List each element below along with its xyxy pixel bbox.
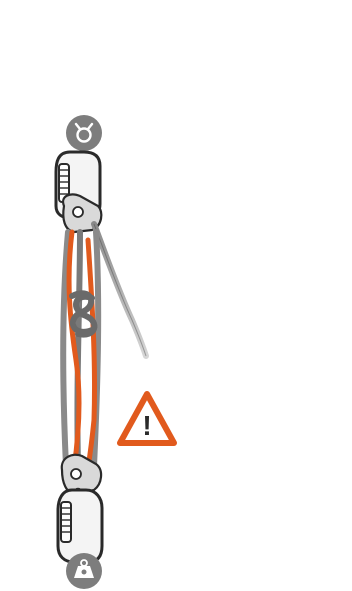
orange-strand-left [66,229,82,471]
bottom-anchor-badge [66,553,102,589]
bottom-carabiner [56,488,104,564]
free-rope-tail [91,221,149,359]
warning-triangle-icon: ! [117,391,177,446]
load-weight-icon [74,559,94,578]
gray-strand-left [60,229,71,469]
anchor-ring-icon [74,122,94,143]
orange-strand-right [85,237,98,471]
bottom-pulley [60,453,103,497]
top-anchor-badge [66,115,102,151]
warning-symbol: ! [142,410,151,441]
top-anchor-circle [66,115,102,151]
rope-strands [60,229,102,471]
gray-strand-right [91,229,102,469]
rope-knot [69,290,98,338]
